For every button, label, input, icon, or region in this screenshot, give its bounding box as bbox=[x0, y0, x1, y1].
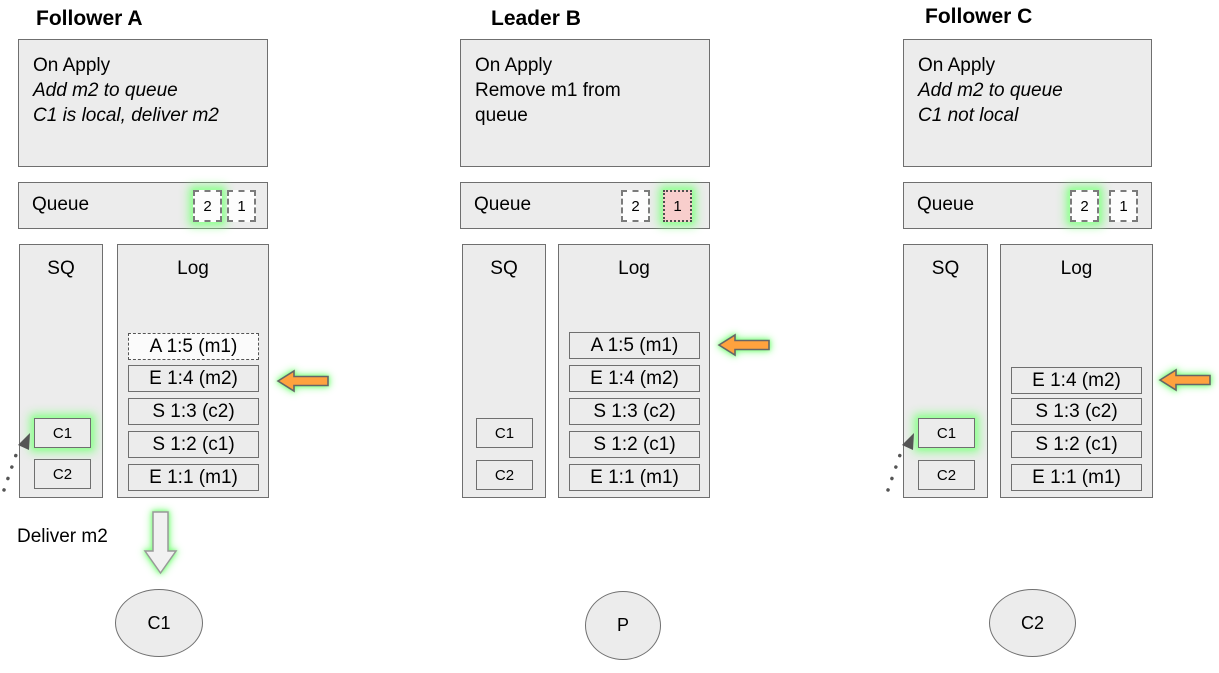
log-label: Log bbox=[177, 258, 209, 279]
on-apply-line: On Apply bbox=[918, 55, 996, 76]
process-node-p: P bbox=[585, 591, 661, 660]
queue-label: Queue bbox=[917, 194, 975, 215]
process-node-c1: C1 bbox=[115, 589, 203, 657]
local-client-pointer-icon bbox=[2, 433, 30, 492]
on-apply-line: C1 is local, deliver m2 bbox=[33, 105, 219, 126]
on-apply-line: Add m2 to queue bbox=[33, 80, 178, 101]
log-label: Log bbox=[618, 258, 650, 279]
on-apply-box-leader-b: On Apply Remove m1 from queue bbox=[460, 39, 710, 167]
column-title-follower-a: Follower A bbox=[36, 7, 143, 30]
log-entry: S 1:2 (c1) bbox=[128, 431, 259, 458]
queue-item-2: 2 bbox=[1070, 190, 1099, 222]
apply-cursor-left-arrow-icon bbox=[276, 369, 329, 393]
column-title-follower-c: Follower C bbox=[925, 5, 1033, 28]
log-entry: E 1:4 (m2) bbox=[569, 365, 700, 392]
sq-item-c2: C2 bbox=[918, 460, 975, 490]
sq-label: SQ bbox=[490, 258, 518, 279]
on-apply-box-follower-a: On Apply Add m2 to queue C1 is local, de… bbox=[18, 39, 268, 167]
log-box-follower-a: Log A 1:5 (m1) E 1:4 (m2) S 1:3 (c2) S 1… bbox=[117, 244, 269, 498]
log-entry: A 1:5 (m1) bbox=[128, 333, 259, 360]
sq-box-leader-b: SQ C1 C2 bbox=[462, 244, 546, 498]
on-apply-line: Add m2 to queue bbox=[918, 80, 1063, 101]
log-entry: S 1:3 (c2) bbox=[1011, 398, 1142, 425]
sq-item-c1: C1 bbox=[476, 418, 533, 448]
log-entry: E 1:1 (m1) bbox=[569, 464, 700, 491]
apply-cursor-left-arrow-icon bbox=[717, 333, 770, 357]
sq-item-c2: C2 bbox=[34, 459, 91, 489]
deliver-down-arrow-icon bbox=[143, 511, 178, 575]
queue-item-2: 2 bbox=[621, 190, 650, 222]
deliver-label: Deliver m2 bbox=[17, 526, 108, 547]
process-node-c2: C2 bbox=[989, 589, 1076, 657]
on-apply-line: queue bbox=[475, 105, 528, 126]
apply-cursor-left-arrow-icon bbox=[1158, 368, 1211, 392]
sq-label: SQ bbox=[47, 258, 75, 279]
log-entry: S 1:3 (c2) bbox=[128, 398, 259, 425]
log-label: Log bbox=[1060, 258, 1093, 279]
on-apply-line: On Apply bbox=[475, 55, 553, 76]
sq-item-c1: C1 bbox=[34, 418, 91, 448]
on-apply-box-follower-c: On Apply Add m2 to queue C1 not local bbox=[903, 39, 1152, 167]
queue-box-follower-c: Queue 2 1 bbox=[903, 182, 1152, 229]
column-title-leader-b: Leader B bbox=[491, 7, 581, 30]
sq-item-c2: C2 bbox=[476, 460, 533, 490]
queue-box-follower-a: Queue 2 1 bbox=[18, 182, 268, 229]
log-entry: S 1:2 (c1) bbox=[569, 431, 700, 458]
local-client-pointer-icon bbox=[886, 433, 914, 492]
on-apply-line: Remove m1 from bbox=[475, 80, 621, 101]
log-entry: E 1:4 (m2) bbox=[1011, 367, 1142, 394]
sq-box-follower-a: SQ C1 C2 bbox=[19, 244, 103, 498]
sq-label: SQ bbox=[931, 258, 960, 279]
log-entry: E 1:1 (m1) bbox=[128, 464, 259, 491]
log-entry: A 1:5 (m1) bbox=[569, 332, 700, 359]
on-apply-line: On Apply bbox=[33, 55, 111, 76]
log-entry: E 1:4 (m2) bbox=[128, 365, 259, 392]
sq-box-follower-c: SQ C1 C2 bbox=[903, 244, 988, 498]
log-box-follower-c: Log E 1:4 (m2) S 1:3 (c2) S 1:2 (c1) E 1… bbox=[1000, 244, 1153, 498]
log-entry: S 1:2 (c1) bbox=[1011, 431, 1142, 458]
log-entry: E 1:1 (m1) bbox=[1011, 464, 1142, 491]
queue-item-2: 2 bbox=[193, 190, 222, 222]
log-box-leader-b: Log A 1:5 (m1) E 1:4 (m2) S 1:3 (c2) S 1… bbox=[558, 244, 710, 498]
queue-box-leader-b: Queue 2 1 bbox=[460, 182, 710, 229]
on-apply-line: C1 not local bbox=[918, 105, 1019, 126]
queue-item-1-removed: 1 bbox=[663, 190, 692, 222]
queue-item-1: 1 bbox=[1109, 190, 1138, 222]
queue-label: Queue bbox=[32, 194, 90, 215]
log-entry: S 1:3 (c2) bbox=[569, 398, 700, 425]
queue-label: Queue bbox=[474, 194, 532, 215]
queue-item-1: 1 bbox=[227, 190, 256, 222]
sq-item-c1: C1 bbox=[918, 418, 975, 448]
